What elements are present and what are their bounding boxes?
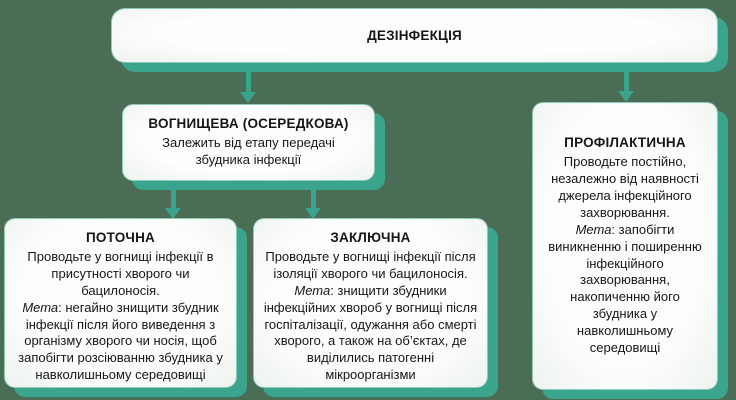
arrow-stem [245, 63, 251, 92]
node-focal-body: Залежить від етапу передачі збудника інф… [162, 135, 335, 167]
meta-label: Мета [294, 282, 331, 298]
meta-label: Мета [575, 221, 612, 237]
node-current-title: ПОТОЧНА [86, 230, 155, 245]
arrow-stem [623, 63, 629, 91]
arrow-head-icon [618, 91, 634, 102]
node-current-body: Проводьте у вогнищі інфекції в присутнос… [5, 249, 236, 384]
meta-text: : знищити збудники інфекційних хвороб у … [263, 282, 478, 383]
meta-text: : негайно знищити збудник інфекції після… [18, 299, 223, 383]
arrow-head-icon [240, 92, 256, 103]
arrow-disinfection-to-prophylactic [618, 63, 634, 102]
node-final: ЗАКЛЮЧНА Проводьте у вогнищі інфекції пі… [253, 218, 488, 388]
node-prophylactic-body: Проводьте постійно, незалежно від наявно… [539, 154, 711, 357]
node-final-title: ЗАКЛЮЧНА [330, 230, 411, 245]
node-disinfection: ДЕЗІНФЕКЦІЯ [111, 8, 718, 63]
node-prophylactic-title: ПРОФІЛАКТИЧНА [564, 135, 686, 151]
node-prophylactic: ПРОФІЛАКТИЧНА Проводьте постійно, незале… [532, 102, 718, 390]
arrow-head-icon [305, 208, 321, 219]
body-intro: Проводьте у вогнищі інфекції в присутнос… [27, 249, 214, 298]
arrow-stem [310, 183, 316, 208]
node-final-body: Проводьте у вогнищі інфекції після ізоля… [254, 249, 487, 384]
node-focal: ВОГНИЩЕВА (ОСЕРЕДКОВА) Залежить від етап… [122, 104, 375, 181]
arrow-focal-to-current [165, 183, 181, 219]
arrow-head-icon [165, 208, 181, 219]
node-disinfection-title: ДЕЗІНФЕКЦІЯ [367, 28, 462, 43]
meta-label: Мета [22, 299, 59, 315]
arrow-disinfection-to-focal [240, 63, 256, 103]
body-intro: Проводьте постійно, незалежно від наявно… [551, 154, 699, 220]
body-intro: Проводьте у вогнищі інфекції після ізоля… [265, 249, 476, 281]
node-focal-title: ВОГНИЩЕВА (ОСЕРЕДКОВА) [148, 116, 349, 132]
arrow-stem [170, 183, 176, 208]
arrow-focal-to-final [305, 183, 321, 219]
meta-text: : запобігти виникненню і поширенню інфек… [548, 221, 702, 355]
node-current: ПОТОЧНА Проводьте у вогнищі інфекції в п… [4, 218, 237, 388]
